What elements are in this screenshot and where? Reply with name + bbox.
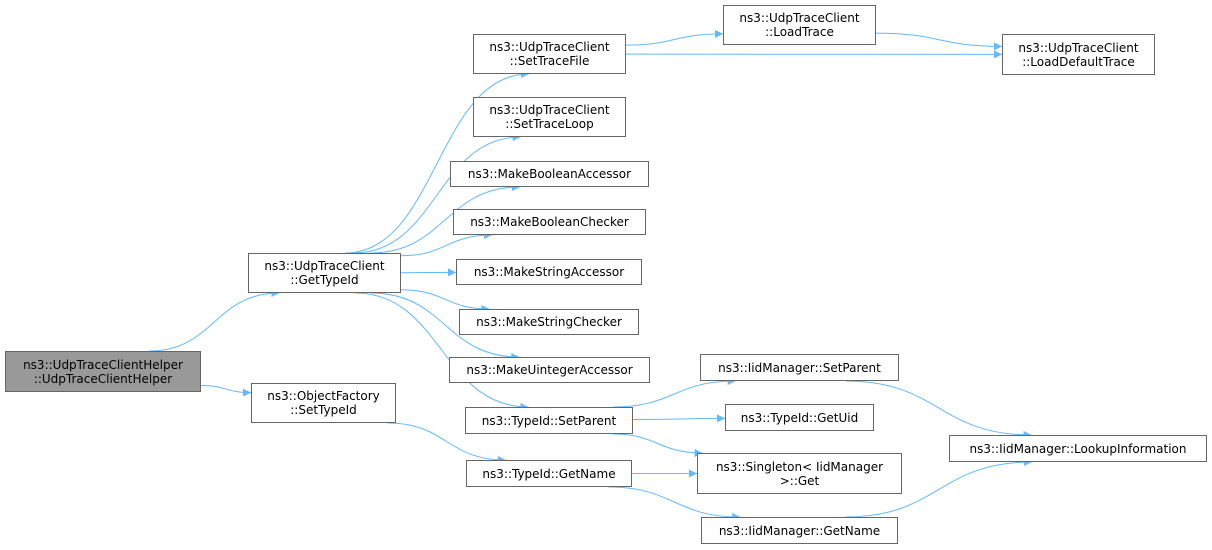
node-label-line2: ::LoadDefaultTrace [1022,54,1135,69]
edge-iid_manager_get_name-to-iid_manager_lookup_information [845,458,1033,518]
node-label: ns3::MakeStringAccessor [473,265,625,279]
edge-load_trace-to-load_default_trace [875,32,1003,51]
node-label: ns3::IidManager::SetParent [718,360,881,375]
node-udptraceclient-gettypeid[interactable]: ns3::UdpTraceClient ::GetTypeId [248,253,401,293]
node-iidmanager-setparent[interactable]: ns3::IidManager::SetParent [700,354,899,381]
node-label-line1: ns3::ObjectFactory [267,389,380,403]
node-label-line2: ::SetTraceLoop [505,117,594,131]
node-label-line1: ns3::UdpTraceClient [1018,40,1139,55]
edge-get_type_id-to-type_id_set_parent [354,292,529,411]
edge-type_id_set_parent-to-iid_manager_set_parent [612,377,736,408]
node-label: ns3::TypeId::GetUid [740,410,859,425]
node-singleton-iidmanager-get[interactable]: ns3::Singleton< IidManager >::Get [697,453,902,494]
node-label: ns3::IidManager::GetName [718,523,881,538]
node-udptraceclient-settracefile[interactable]: ns3::UdpTraceClient ::SetTraceFile [473,34,626,74]
node-label-line2: >::Get [779,473,820,488]
node-typeid-getuid[interactable]: ns3::TypeId::GetUid [725,404,874,431]
node-label-line2: ::SetTypeId [290,403,357,417]
node-label-line1: ns3::Singleton< IidManager [715,459,884,474]
node-label-line2: ::SetTraceFile [509,54,590,68]
node-makebooleanchecker[interactable]: ns3::MakeBooleanChecker [453,209,646,235]
edge-get_type_id-to-set_trace_file [344,70,530,254]
node-label-line1: ns3::UdpTraceClient [489,40,610,54]
node-label-line1: ns3::UdpTraceClient [739,11,860,25]
edge-get_type_id-to-set_trace_loop [353,133,521,254]
node-label: ns3::MakeBooleanChecker [470,215,629,229]
node-objectfactory-settypeid[interactable]: ns3::ObjectFactory ::SetTypeId [251,383,396,423]
node-label-line2: ::UdpTraceClientHelper [33,371,173,386]
node-udptraceclienthelper-constructor: ns3::UdpTraceClientHelper ::UdpTraceClie… [5,351,201,392]
edge-type_id_set_parent-to-type_id_get_uid [632,414,726,423]
node-label-line2: ::LoadTrace [765,25,834,39]
node-iidmanager-lookupinformation[interactable]: ns3::IidManager::LookupInformation [949,435,1207,462]
node-label: ns3::TypeId::SetParent [481,413,617,428]
node-label: ns3::MakeStringChecker [476,315,622,329]
edge-get_type_id-to-make_uinteger_accessor [370,292,520,361]
node-typeid-setparent[interactable]: ns3::TypeId::SetParent [465,407,633,434]
edge-object_factory_set_type_id-to-type_id_get_name [387,422,506,464]
node-udptraceclient-loadtrace[interactable]: ns3::UdpTraceClient ::LoadTrace [723,5,876,45]
edge-type_id_get_name-to-iid_manager_get_name [608,486,741,521]
node-udptraceclient-settraceloop[interactable]: ns3::UdpTraceClient ::SetTraceLoop [473,97,626,137]
node-label: ns3::TypeId::GetName [482,466,616,481]
edge-root-to-get_type_id [149,289,280,352]
node-iidmanager-getname[interactable]: ns3::IidManager::GetName [701,517,898,544]
node-label: ns3::IidManager::LookupInformation [969,441,1187,456]
edge-get_type_id-to-make_string_checker [400,289,490,313]
edge-iid_manager_set_parent-to-iid_manager_lookup_information [845,380,1032,439]
edge-get_type_id-to-make_boolean_checker [400,231,493,257]
node-makeuintegeraccessor[interactable]: ns3::MakeUintegerAccessor [449,357,650,383]
node-label: ns3::MakeUintegerAccessor [466,363,633,377]
node-label-line1: ns3::UdpTraceClient [489,103,610,117]
node-label-line2: ::GetTypeId [290,273,359,287]
node-typeid-getname[interactable]: ns3::TypeId::GetName [466,460,632,487]
node-makestringaccessor[interactable]: ns3::MakeStringAccessor [456,259,642,285]
edge-set_trace_file-to-load_trace [625,29,724,46]
edge-get_type_id-to-make_boolean_accessor [369,183,521,254]
node-udptraceclient-loaddefaulttrace[interactable]: ns3::UdpTraceClient ::LoadDefaultTrace [1002,34,1155,75]
edge-root-to-object_factory_set_type_id [200,385,252,397]
node-makestringchecker[interactable]: ns3::MakeStringChecker [459,309,639,335]
node-label-line1: ns3::UdpTraceClient [264,259,385,273]
node-makebooleanaccessor[interactable]: ns3::MakeBooleanAccessor [450,161,649,187]
node-label: ns3::MakeBooleanAccessor [467,167,632,181]
node-label-line1: ns3::UdpTraceClientHelper [23,357,183,372]
edge-type_id_set_parent-to-singleton_get [612,433,703,457]
